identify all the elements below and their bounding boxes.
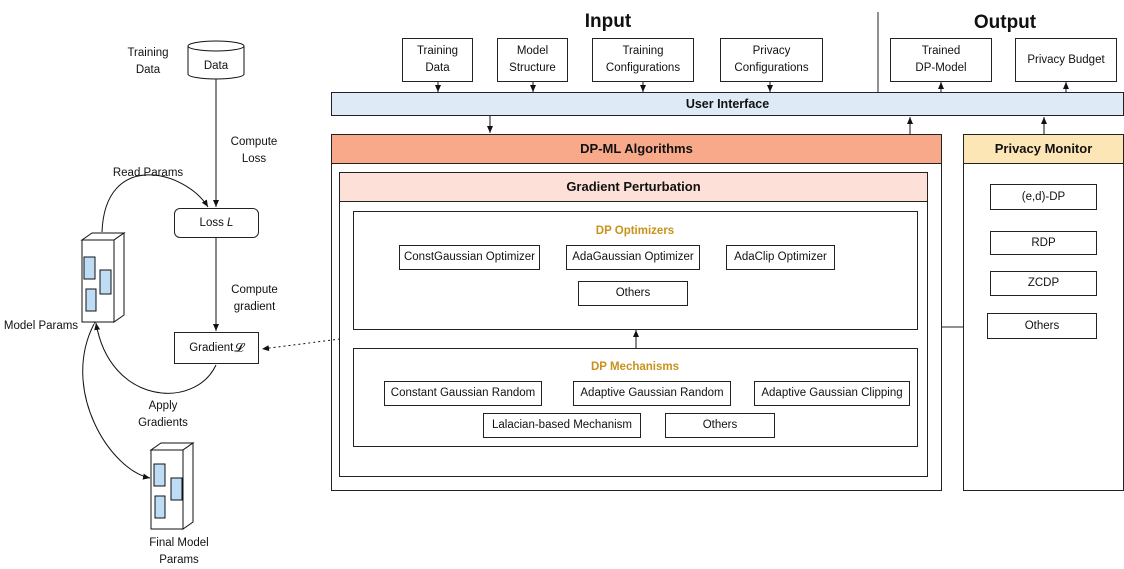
final-model-params-cube-icon (149, 442, 195, 530)
input-model-structure: Model Structure (497, 38, 568, 82)
dpml-header: DP-ML Algorithms (331, 134, 942, 164)
data-cylinder-label: Data (203, 60, 229, 72)
monitor-others: Others (987, 313, 1097, 339)
const-gaussian-optimizer: ConstGaussian Optimizer (399, 245, 540, 270)
ada-gaussian-optimizer: AdaGaussian Optimizer (566, 245, 700, 270)
user-interface-bar: User Interface (331, 92, 1124, 116)
read-params-label: Read Params (112, 167, 184, 179)
input-title: Input (584, 11, 632, 32)
compute-gradient-label: Compute gradient (231, 284, 278, 313)
privacy-monitor-header: Privacy Monitor (963, 134, 1124, 164)
dp-mechanisms-panel (353, 348, 918, 447)
optimizer-others: Others (578, 281, 688, 306)
model-params-cube-icon (80, 232, 126, 323)
dp-mechanisms-title: DP Mechanisms (591, 361, 679, 373)
output-privacy-budget: Privacy Budget (1015, 38, 1117, 82)
dp-optimizers-title: DP Optimizers (595, 225, 675, 237)
ada-clip-optimizer: AdaClip Optimizer (726, 245, 835, 270)
apply-gradients-label: Apply Gradients (138, 400, 188, 429)
gradient-label: Gradient (189, 341, 234, 354)
loss-symbol: L (227, 216, 234, 229)
gradient-perturbation-header: Gradient Perturbation (339, 172, 928, 202)
training-data-label: Training Data (127, 47, 169, 76)
output-trained-dp-model: Trained DP-Model (890, 38, 992, 82)
adaptive-gaussian-random: Adaptive Gaussian Random (573, 381, 731, 406)
dp-optimizers-panel (353, 211, 918, 330)
data-cylinder-icon (187, 40, 245, 80)
monitor-rdp: RDP (990, 231, 1097, 255)
loss-box: Loss L (174, 208, 259, 238)
gradient-symbol-icon: 𝓛 (234, 339, 244, 355)
model-params-label: Model Params (3, 320, 79, 332)
output-title: Output (973, 12, 1037, 33)
mechanism-others: Others (665, 413, 775, 438)
loss-label: Loss (199, 216, 224, 229)
laplacian-based-mechanism: Lalacian-based Mechanism (483, 413, 641, 438)
monitor-zcdp: ZCDP (990, 271, 1097, 296)
constant-gaussian-random: Constant Gaussian Random (384, 381, 542, 406)
input-privacy-configurations: Privacy Configurations (720, 38, 823, 82)
input-training-data: Training Data (402, 38, 473, 82)
compute-loss-label: Compute Loss (230, 136, 278, 165)
final-model-params-label: Final Model Params (149, 537, 209, 566)
input-training-configurations: Training Configurations (592, 38, 694, 82)
adaptive-gaussian-clipping: Adaptive Gaussian Clipping (754, 381, 910, 406)
monitor-ed-dp: (e,d)-DP (990, 184, 1097, 210)
